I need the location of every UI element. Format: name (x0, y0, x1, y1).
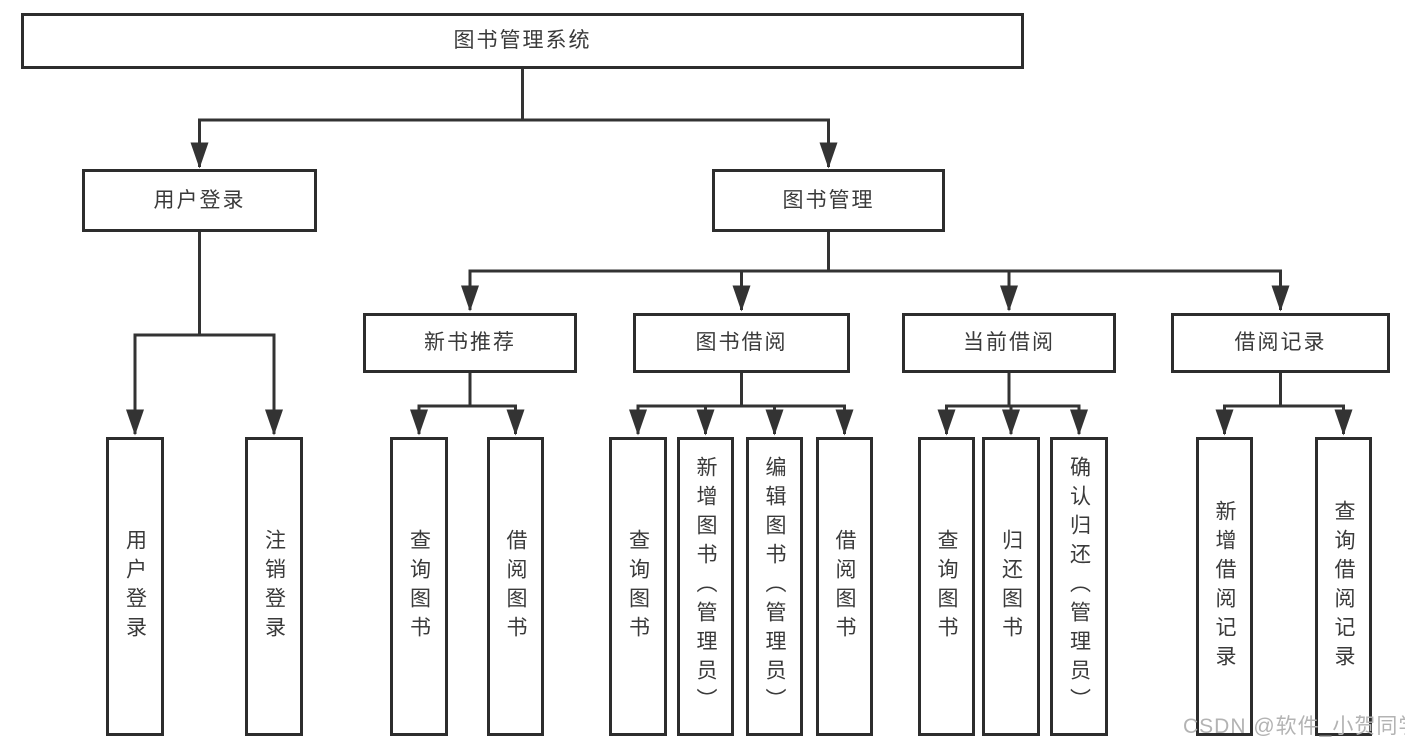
node-edit-book-admin: 编辑图书（管理员） (746, 437, 803, 736)
node-root: 图书管理系统 (21, 13, 1024, 69)
node-user-login-leaf: 用户登录 (106, 437, 164, 736)
node-new-book-recommend: 新书推荐 (363, 313, 577, 373)
node-book-management: 图书管理 (712, 169, 945, 232)
node-logout-leaf: 注销登录 (245, 437, 303, 736)
watermark: CSDN @软件_小贺同学 (1183, 715, 1405, 738)
node-return-books: 归还图书 (982, 437, 1040, 736)
node-query-books-1: 查询图书 (390, 437, 448, 736)
node-add-book-admin: 新增图书（管理员） (677, 437, 734, 736)
node-borrowing-records: 借阅记录 (1171, 313, 1390, 373)
node-query-books-2: 查询图书 (609, 437, 667, 736)
node-book-borrowing: 图书借阅 (633, 313, 850, 373)
node-user-login-branch: 用户登录 (82, 169, 317, 232)
node-query-books-3: 查询图书 (918, 437, 975, 736)
node-current-borrowing: 当前借阅 (902, 313, 1116, 373)
node-query-borrow-record: 查询借阅记录 (1315, 437, 1372, 736)
node-confirm-return-admin: 确认归还（管理员） (1050, 437, 1108, 736)
node-borrow-books-2: 借阅图书 (816, 437, 873, 736)
node-add-borrow-record: 新增借阅记录 (1196, 437, 1253, 736)
node-borrow-books-1: 借阅图书 (487, 437, 544, 736)
connector-skeleton (135, 69, 1344, 408)
